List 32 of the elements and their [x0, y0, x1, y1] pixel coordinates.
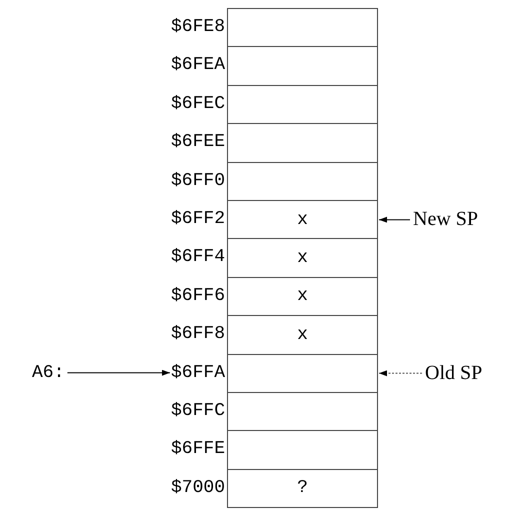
address-label: $6FF8	[170, 323, 225, 346]
register-label: A6:	[32, 354, 64, 392]
address-label: $6FEE	[170, 131, 225, 154]
memory-cell: x	[227, 200, 378, 240]
memory-cell	[227, 162, 378, 201]
address-label: $7000	[170, 476, 225, 500]
memory-cell: ?	[227, 468, 378, 508]
memory-cell: x	[227, 276, 378, 316]
address-label: $6FEA	[170, 54, 225, 78]
memory-cell: x	[227, 315, 378, 355]
address-label: $6FFC	[170, 400, 225, 423]
memory-cell	[227, 123, 378, 163]
memory-cell	[227, 392, 378, 432]
memory-cell	[227, 430, 378, 470]
memory-cell	[227, 354, 378, 393]
address-label: $6FE8	[170, 16, 225, 39]
address-label: $6FF4	[170, 246, 225, 270]
memory-cell: x	[227, 238, 378, 278]
address-label: $6FF0	[170, 170, 225, 193]
memory-cell	[227, 84, 378, 124]
address-label: $6FFE	[170, 438, 225, 462]
arrow	[66, 370, 170, 376]
memory-cell	[227, 8, 378, 48]
memory-cell	[227, 46, 378, 86]
address-label: $6FF6	[170, 284, 225, 308]
pointer-label: New SP	[413, 200, 478, 238]
address-label: $6FEC	[170, 92, 225, 116]
address-label: $6FF2	[170, 208, 225, 231]
arrow	[378, 216, 410, 223]
pointer-label: Old SP	[425, 354, 482, 392]
address-label: $6FFA	[170, 354, 225, 392]
arrow	[378, 370, 422, 376]
